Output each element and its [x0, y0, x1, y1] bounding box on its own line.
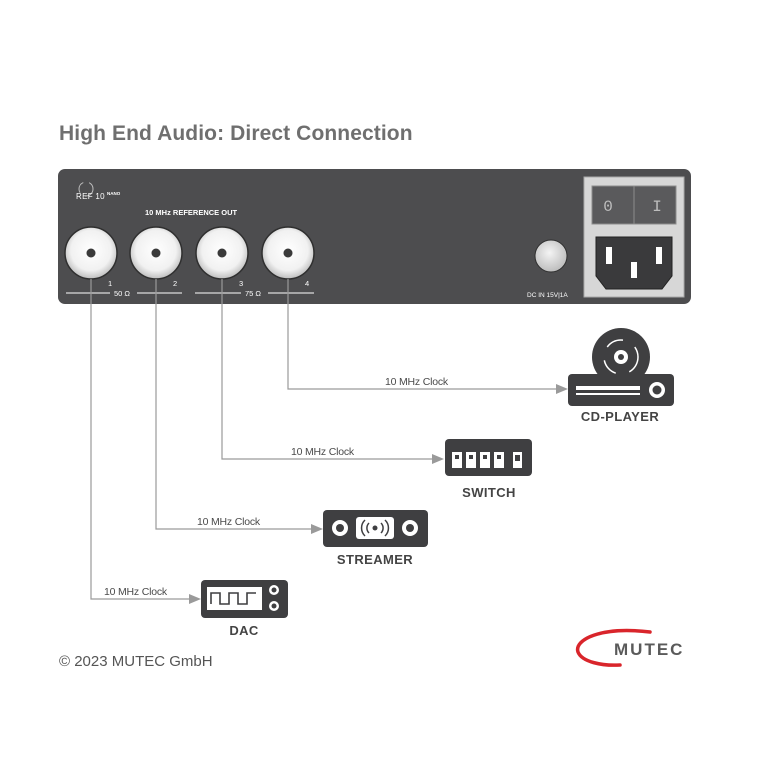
logo-swoosh: [575, 628, 652, 667]
dac-device: DAC: [201, 580, 288, 638]
clock-label-streamer: 10 MHz Clock: [197, 516, 261, 528]
dc-power-label: DC IN 15V|1A: [527, 292, 568, 299]
power-entry-module: 0 I: [583, 176, 685, 298]
panel-model: REF 10: [76, 192, 105, 201]
cd-disc-icon: [592, 328, 650, 386]
iec-power-socket[interactable]: [595, 236, 673, 290]
port-number-2: 2: [173, 279, 177, 288]
cd-player-device: CD-PLAYER: [568, 328, 674, 424]
switch-off-label: 0: [603, 198, 613, 216]
panel-logo: REF 10 NANO: [76, 181, 121, 201]
arrowhead-dac: [189, 594, 201, 604]
bnc-output-1[interactable]: [64, 226, 118, 280]
power-switch[interactable]: 0 I: [591, 185, 677, 225]
wire-streamer: [155, 279, 315, 530]
arrowhead-switch: [432, 454, 444, 464]
clock-label-cd-player: 10 MHz Clock: [385, 376, 449, 388]
port-number-1: 1: [108, 279, 112, 288]
bnc-output-2[interactable]: [129, 226, 183, 280]
wire-cd-player: [287, 279, 560, 390]
wire-dac: [90, 279, 193, 600]
brand-name: MUTEC: [614, 640, 684, 659]
streamer-device: STREAMER: [323, 510, 428, 567]
impedance-label-right: 75 Ω: [245, 289, 261, 298]
clock-label-switch: 10 MHz Clock: [291, 446, 355, 458]
waveform-icon: [210, 592, 256, 605]
switch-on-label: I: [652, 198, 662, 216]
wire-switch: [221, 279, 436, 460]
dc-power-jack[interactable]: [534, 239, 568, 273]
panel-model-suffix: NANO: [107, 191, 121, 196]
page-title: High End Audio: Direct Connection: [59, 122, 413, 145]
arrowhead-streamer: [311, 524, 323, 534]
device-label-switch: SWITCH: [462, 485, 516, 500]
ref10-rear-panel: REF 10 NANO 10 MHz REFERENCE OUT 1 2 3 4: [58, 169, 691, 304]
wire-arrowheads: [189, 384, 568, 604]
impedance-group-75: 75 Ω: [195, 289, 314, 298]
panel-logo-ring: [78, 181, 94, 197]
switch-device: SWITCH: [445, 439, 532, 500]
clock-label-dac: 10 MHz Clock: [104, 586, 168, 598]
copyright-notice: © 2023 MUTEC GmbH: [59, 653, 213, 670]
device-label-streamer: STREAMER: [337, 552, 413, 567]
impedance-label-left: 50 Ω: [114, 289, 130, 298]
impedance-group-50: 50 Ω: [66, 289, 182, 298]
bnc-output-4[interactable]: [261, 226, 315, 280]
mutec-logo: MUTEC: [575, 628, 684, 667]
port-number-3: 3: [239, 279, 243, 288]
device-label-dac: DAC: [229, 623, 259, 638]
bnc-output-3[interactable]: [195, 226, 249, 280]
device-label-cd-player: CD-PLAYER: [581, 409, 659, 424]
port-number-4: 4: [305, 279, 309, 288]
reference-out-label: 10 MHz REFERENCE OUT: [145, 208, 238, 217]
wireless-stream-icon: [360, 519, 390, 537]
arrowhead-cd-player: [556, 384, 568, 394]
clock-wires: [90, 279, 560, 600]
